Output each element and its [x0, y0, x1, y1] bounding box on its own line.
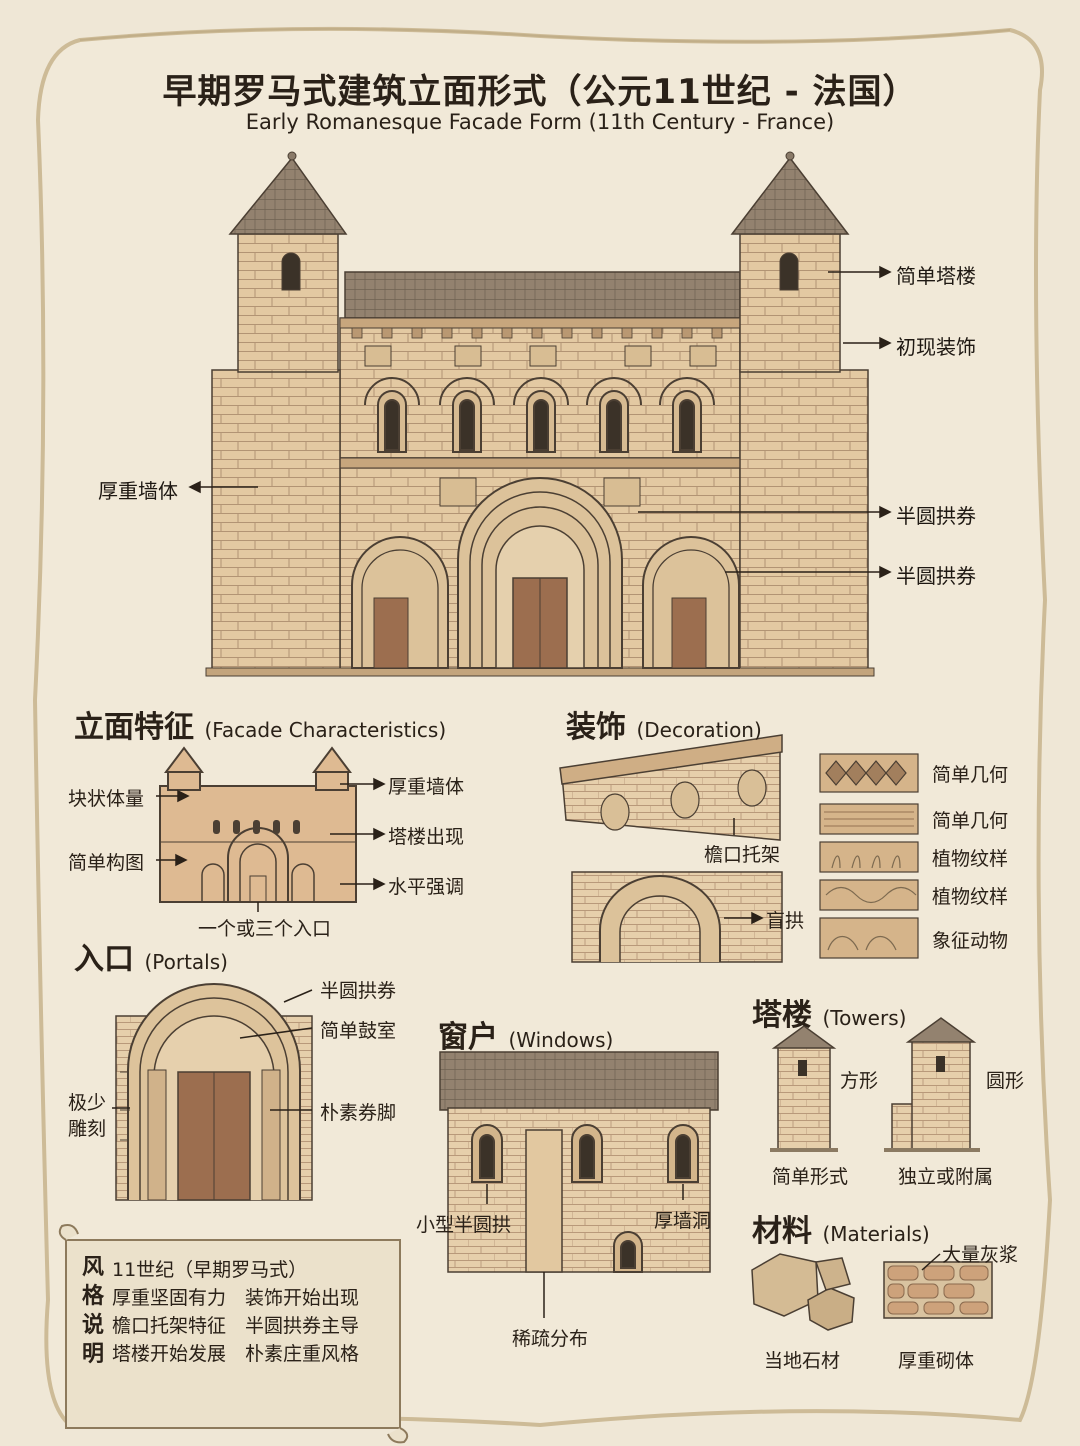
- style-note-side-char: 明: [81, 1342, 104, 1367]
- page-title-zh: 早期罗马式建筑立面形式（公元11世纪 - 法国）: [162, 72, 918, 112]
- nave-roof: [344, 271, 741, 319]
- label-small-round-arch: 小型半圆拱: [416, 1214, 512, 1236]
- label-blind-arch: 盲拱: [766, 910, 805, 932]
- section-heading-windows: 窗户 (Windows): [438, 1012, 613, 1056]
- style-note-line: 塔楼开始发展 朴素庄重风格: [112, 1343, 360, 1365]
- label-minimal-carving-2: 雕刻: [68, 1118, 107, 1140]
- section-heading-decoration: 装饰 (Decoration): [566, 702, 762, 746]
- portal-arrows: [112, 989, 313, 1111]
- windows-drawing: [439, 1051, 719, 1273]
- callout-simple-towers: 简单塔楼: [896, 264, 976, 288]
- style-note-lines: 11世纪（早期罗马式） 厚重坚固有力 装饰开始出现 檐口托架特征 半圆拱券主导 …: [112, 1256, 359, 1368]
- style-note-side-char: 风: [81, 1255, 104, 1280]
- decoration-arrows: [724, 818, 764, 925]
- section-heading-materials-zh: 材料: [752, 1214, 812, 1249]
- section-heading-facade-characteristics: 立面特征 (Facade Characteristics): [74, 702, 446, 746]
- pattern-label-floral-2: 植物纹样: [932, 886, 1009, 908]
- label-simple-form: 简单形式: [772, 1166, 849, 1188]
- label-plain-impost: 朴素券脚: [320, 1102, 397, 1124]
- label-thick-walls: 厚重墙体: [388, 776, 465, 798]
- label-portal-round-arch: 半圆拱券: [320, 980, 397, 1002]
- section-heading-decoration-en: (Decoration): [636, 718, 762, 742]
- section-heading-facade-en: (Facade Characteristics): [204, 718, 447, 742]
- main-facade-drawing: [205, 151, 875, 677]
- label-local-stone: 当地石材: [764, 1350, 841, 1372]
- pattern-label-floral-1: 植物纹样: [932, 848, 1009, 870]
- style-note-side-label: 风 格 说 明: [78, 1253, 108, 1369]
- section-heading-materials: 材料 (Materials): [752, 1206, 930, 1250]
- label-heavy-masonry: 厚重砌体: [898, 1350, 975, 1372]
- callout-round-arch-1: 半圆拱券: [896, 504, 976, 528]
- style-note-side-char: 格: [81, 1284, 104, 1309]
- tower-right: [730, 151, 850, 373]
- towers-drawing: [770, 1017, 980, 1152]
- pattern-label-geometric-1: 简单几何: [932, 764, 1009, 786]
- style-note-line: 厚重坚固有力 装饰开始出现: [112, 1287, 360, 1309]
- materials-drawing: [751, 1253, 993, 1331]
- tower-left: [228, 151, 348, 373]
- central-portal: [457, 477, 623, 669]
- style-note-line: 11世纪（早期罗马式）: [112, 1259, 308, 1281]
- facade-characteristics-arrows: [156, 777, 386, 912]
- section-heading-windows-zh: 窗户: [438, 1020, 498, 1055]
- upper-windows: [364, 377, 715, 453]
- callout-early-decoration: 初现装饰: [896, 335, 976, 359]
- label-one-or-three-portals: 一个或三个入口: [198, 918, 332, 940]
- label-sparse-distribution: 稀疏分布: [512, 1328, 589, 1350]
- label-minimal-carving-1: 极少: [68, 1092, 107, 1114]
- section-heading-portals-en: (Portals): [144, 950, 228, 974]
- section-heading-windows-en: (Windows): [508, 1028, 614, 1052]
- style-note-side-char: 说: [81, 1313, 104, 1338]
- section-heading-towers-en: (Towers): [822, 1006, 907, 1030]
- section-heading-towers: 塔楼 (Towers): [752, 990, 906, 1034]
- callout-round-arch-2: 半圆拱券: [896, 564, 976, 588]
- style-note-scroll: [58, 1224, 409, 1444]
- pattern-label-geometric-2: 简单几何: [932, 810, 1009, 832]
- decoration-drawings: [559, 734, 919, 963]
- facade-characteristics-diagram: [159, 746, 357, 903]
- portal-drawing: [115, 983, 313, 1201]
- label-round-tower: 圆形: [986, 1070, 1025, 1092]
- main-callout-arrows: [188, 265, 892, 579]
- section-heading-decoration-zh: 装饰: [566, 710, 626, 745]
- windows-arrows: [486, 1184, 684, 1318]
- section-heading-towers-zh: 塔楼: [752, 998, 812, 1033]
- label-square-tower: 方形: [840, 1070, 879, 1092]
- label-mortar: 大量灰浆: [942, 1244, 1019, 1266]
- section-heading-facade-zh: 立面特征: [74, 710, 194, 745]
- label-thick-wall-opening: 厚墙洞: [654, 1210, 712, 1232]
- section-heading-portals-zh: 入口: [74, 942, 134, 977]
- pattern-label-symbolic-animals: 象征动物: [932, 930, 1009, 952]
- section-heading-materials-en: (Materials): [822, 1222, 930, 1246]
- label-corbel: 檐口托架: [704, 844, 781, 866]
- label-horizontal-emphasis: 水平强调: [388, 876, 465, 898]
- label-freestanding-or-attached: 独立或附属: [898, 1166, 994, 1188]
- label-simple-composition: 简单构图: [68, 852, 145, 874]
- label-towers-appear: 塔楼出现: [388, 826, 465, 848]
- label-block-volume: 块状体量: [68, 788, 145, 810]
- section-heading-portals: 入口 (Portals): [74, 934, 228, 978]
- style-note-line: 檐口托架特征 半圆拱券主导: [112, 1315, 360, 1337]
- page-title-en: Early Romanesque Facade Form (11th Centu…: [245, 110, 835, 134]
- callout-thick-walls: 厚重墙体: [98, 479, 178, 503]
- label-tympanum: 简单鼓室: [320, 1020, 397, 1042]
